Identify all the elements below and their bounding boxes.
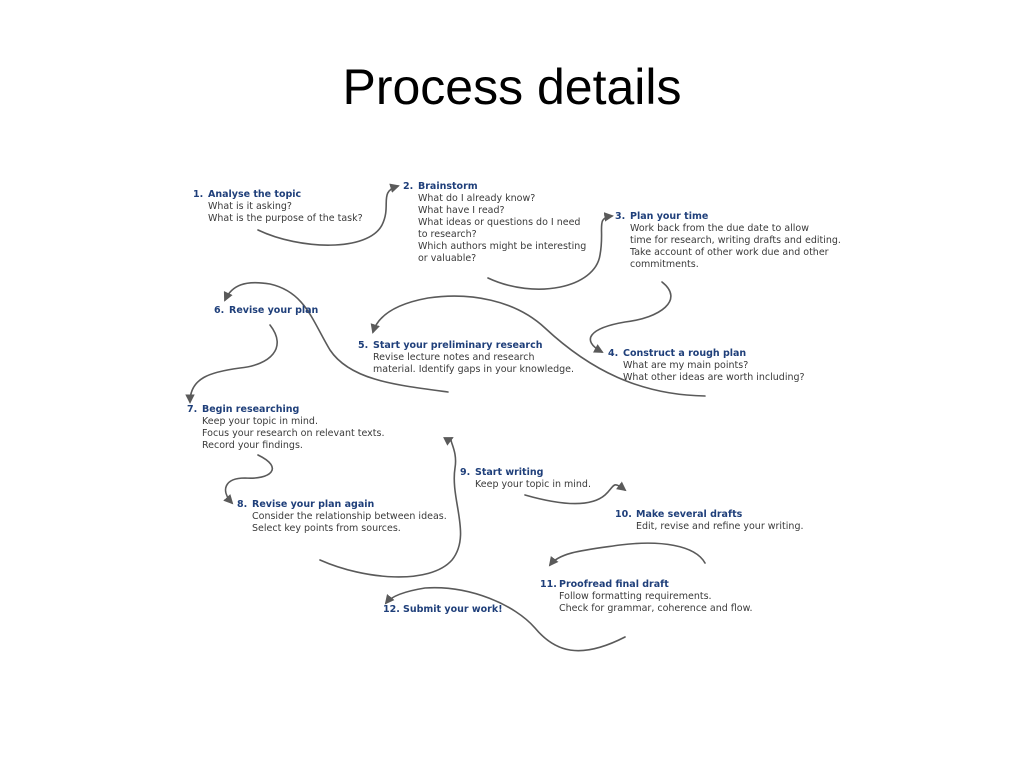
step-number: 10. (615, 509, 632, 520)
step-number: 9. (460, 467, 471, 478)
step-line: What is it asking? (208, 201, 292, 212)
step-title: Plan your time (630, 211, 709, 222)
step-line: Follow formatting requirements. (559, 591, 712, 602)
step-title: Proofread final draft (559, 579, 669, 590)
step-title: Begin researching (202, 404, 300, 415)
step-title: Start your preliminary research (373, 340, 543, 351)
step-11-proofread: 11.Proofread final draft Follow formatti… (540, 579, 753, 615)
arrow-6-to-7 (185, 324, 278, 404)
step-line: What ideas or questions do I need (418, 217, 581, 228)
step-line: Edit, revise and refine your writing. (636, 521, 804, 532)
arrow-8-to-9 (319, 437, 462, 578)
step-title: Construct a rough plan (623, 348, 747, 359)
step-number: 8. (237, 499, 248, 510)
step-line: What is the purpose of the task? (208, 213, 363, 224)
slide-title: Process details (342, 59, 682, 115)
arrow-9-to-10 (524, 481, 627, 505)
step-line: or valuable? (418, 253, 477, 264)
step-line: material. Identify gaps in your knowledg… (373, 364, 574, 375)
step-line: Consider the relationship between ideas. (252, 511, 447, 522)
step-title: Submit your work! (403, 604, 503, 615)
step-7-begin-researching: 7. Begin researching Keep your topic in m… (187, 404, 384, 452)
step-number: 4. (608, 348, 619, 359)
step-line: What have I read? (418, 205, 505, 216)
step-line: Select key points from sources. (252, 523, 401, 534)
step-line: Record your findings. (202, 440, 303, 451)
arrow-5-to-6 (223, 281, 449, 393)
step-8-revise-plan-again: 8. Revise your plan again Consider the re… (237, 499, 447, 535)
step-number: 12. (383, 604, 400, 615)
step-2-brainstorm: 2. Brainstorm What do I already know? Wha… (403, 181, 586, 265)
step-number: 2. (403, 181, 414, 192)
step-title: Make several drafts (636, 509, 743, 520)
step-10-several-drafts: 10. Make several drafts Edit, revise and … (615, 509, 804, 533)
step-line: Which authors might be interesting (418, 241, 587, 252)
step-title: Revise your plan again (252, 499, 375, 510)
step-number: 3. (615, 211, 626, 222)
step-line: Take account of other work due and other (630, 247, 829, 258)
step-line: to research? (418, 229, 477, 240)
step-1-analyse-topic: 1. Analyse the topic What is it asking? W… (193, 189, 363, 225)
arrow-4-to-5 (370, 295, 706, 397)
step-6-revise-plan: 6. Revise your plan (214, 305, 318, 317)
arrow-2-to-3 (487, 212, 614, 290)
step-number: 11. (540, 579, 557, 590)
step-line: Focus your research on relevant texts. (202, 428, 385, 439)
step-line: time for research, writing drafts and ed… (630, 235, 841, 246)
arrow-11-to-12 (384, 586, 626, 652)
arrow-7-to-8 (223, 454, 273, 505)
step-title: Brainstorm (418, 181, 478, 192)
step-line: Work back from the due date to allow (630, 223, 810, 234)
step-number: 7. (187, 404, 198, 415)
step-4-rough-plan: 4. Construct a rough plan What are my mai… (608, 348, 805, 384)
step-line: Keep your topic in mind. (202, 416, 318, 427)
step-number: 1. (193, 189, 204, 200)
step-line: Keep your topic in mind. (475, 479, 591, 490)
step-12-submit: 12.Submit your work! (383, 604, 503, 616)
arrow-3-to-4 (589, 281, 672, 353)
step-number: 5. (358, 340, 369, 351)
step-title: Revise your plan (229, 305, 319, 316)
step-line: What other ideas are worth including? (623, 372, 805, 383)
step-line: What do I already know? (418, 193, 536, 204)
step-3-plan-time: 3. Plan your time Work back from the due … (615, 211, 841, 271)
arrow-10-to-11 (548, 542, 706, 567)
arrow-1-to-2 (257, 183, 400, 246)
step-title: Analyse the topic (208, 189, 302, 200)
step-title: Start writing (475, 467, 544, 478)
step-5-preliminary-research: 5. Start your preliminary research Revise… (358, 340, 574, 376)
step-number: 6. (214, 305, 225, 316)
step-line: commitments. (630, 259, 699, 270)
step-line: What are my main points? (623, 360, 749, 371)
step-line: Check for grammar, coherence and flow. (559, 603, 753, 614)
step-line: Revise lecture notes and research (373, 352, 535, 363)
step-9-start-writing: 9. Start writing Keep your topic in mind. (460, 467, 591, 491)
